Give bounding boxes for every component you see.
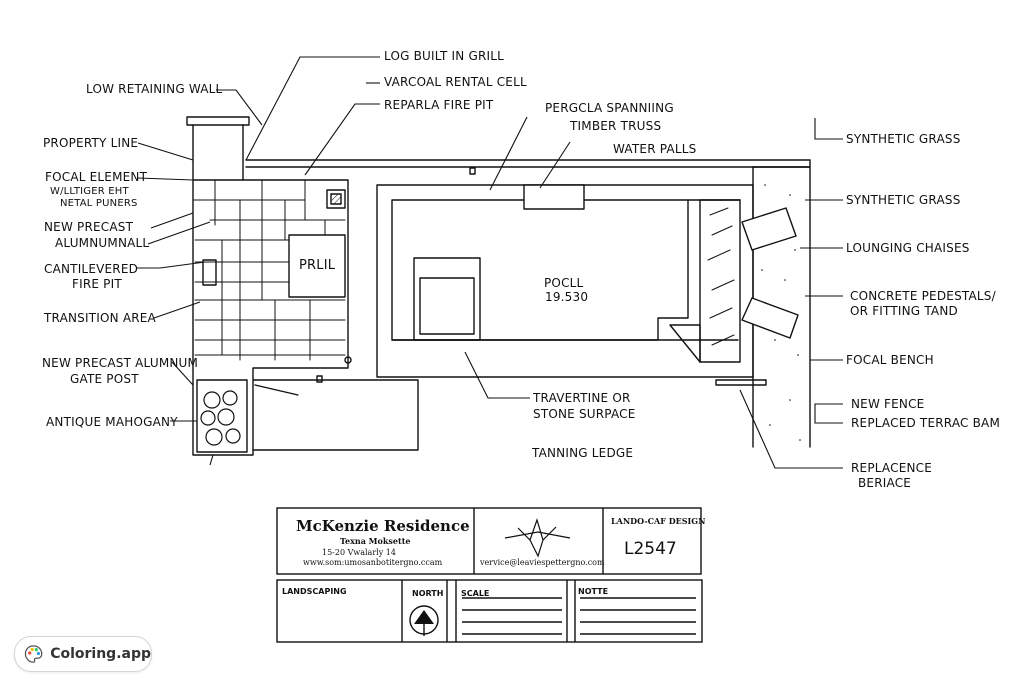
label-pergola-2: TIMBER TRUSS: [570, 119, 662, 133]
firm-name: LANDO-CAF DESIGN: [611, 516, 706, 526]
brand-name: Coloring.app: [50, 646, 151, 662]
coloring-app-badge[interactable]: Coloring.app: [14, 636, 152, 672]
mahogany-shrubs: [200, 390, 241, 446]
palette-icon: [24, 645, 43, 663]
lower-wall: [252, 379, 419, 451]
website: www.som:umosanbotitergno.ccam: [303, 558, 443, 567]
label-cantilever-1: CANTILEVERED: [44, 262, 139, 276]
cantilever-fire-pit: [202, 259, 217, 286]
focal-column-cap: [186, 116, 250, 126]
landscaping-label: LANDSCAPING: [282, 587, 347, 596]
label-travertine-2: STONE SURPACE: [533, 407, 636, 421]
pool-basin: [391, 199, 689, 341]
label-focal-1: FOCAL ELEMENT: [45, 170, 148, 184]
label-varcoal: VARCOAL RENTAL CELL: [384, 75, 527, 89]
label-focal-2: W/LLTIGER EHT: [50, 186, 129, 197]
label-synthetic-grass-1: SYNTHETIC GRASS: [846, 132, 961, 146]
grass-edge: [752, 166, 811, 448]
label-mahogany: ANTIQUE MAHOGANY: [46, 415, 178, 429]
pool-step: [413, 257, 481, 341]
grill-hatch: [330, 193, 342, 205]
label-reparla: REPARLA FIRE PIT: [384, 98, 494, 112]
label-transition: TRANSITION AREA: [44, 311, 156, 325]
fixture-2: [344, 356, 352, 364]
prlil-box: [288, 234, 346, 298]
email: vervice@leaviespettergno.com: [480, 558, 605, 567]
label-precast-1: NEW PRECAST: [44, 220, 134, 234]
label-pool: POCLL: [544, 276, 584, 290]
title-block-frames: [276, 507, 703, 643]
label-new-fence: NEW FENCE: [851, 397, 925, 411]
label-log-grill: LOG BUILT IN GRILL: [384, 49, 505, 63]
label-lounging-chaises: LOUNGING CHAISES: [846, 241, 970, 255]
leader-lines: [137, 56, 843, 469]
label-gate-2: GATE POST: [70, 372, 139, 386]
address: 15-20 Vwalarly 14: [322, 548, 396, 557]
north-arrow-icon: [414, 610, 434, 624]
label-precast-2: ALUMNUMNALL: [55, 236, 150, 250]
label-travertine-1: TRAVERTINE OR: [533, 391, 631, 405]
label-tanning-ledge: TANNING LEDGE: [532, 446, 634, 460]
label-pool-area: 19.530: [545, 290, 589, 304]
chaise-2: [741, 297, 799, 339]
chaise-1: [741, 207, 797, 251]
label-replacence-2: BERIACE: [858, 476, 912, 490]
label-property-line: PROPERTY LINE: [43, 136, 139, 150]
focal-bench: [715, 379, 767, 386]
label-synthetic-grass-2: SYNTHETIC GRASS: [846, 193, 961, 207]
label-replacence-1: REPLACENCE: [851, 461, 933, 475]
label-prlil: PRLIL: [299, 258, 336, 273]
grill-box: [326, 189, 346, 209]
sheet-number: L2547: [624, 539, 677, 559]
notte-label: NOTTE: [578, 587, 609, 596]
focal-column: [192, 124, 244, 181]
tanning-ledge: [699, 199, 741, 363]
label-pedestal-1: CONCRETE PEDESTALS/: [850, 289, 996, 303]
label-pergola-1: PERGCLA SPANNIING: [545, 101, 674, 115]
property-line-top: [245, 159, 811, 168]
label-low-wall: LOW RETAINING WALL: [86, 82, 223, 96]
pool-corner: [669, 324, 701, 363]
label-focal-3: NETAL PUNERS: [60, 198, 138, 209]
patio-outline: [192, 179, 349, 456]
label-waterfalls: WATER PALLS: [613, 142, 697, 156]
planter-box: [196, 379, 248, 453]
owner-name: Texna Moksette: [340, 536, 411, 546]
pergola-beam: [523, 184, 585, 210]
label-pedestal-2: OR FITTING TAND: [850, 304, 958, 318]
project-title: McKenzie Residence: [296, 517, 470, 535]
label-focal-bench: FOCAL BENCH: [846, 353, 934, 367]
label-replaced-terrace: REPLACED TERRAC BAM: [851, 416, 1001, 430]
label-cantilever-2: FIRE PIT: [72, 277, 122, 291]
north-label: NORTH: [412, 589, 444, 598]
tanning-ledge-hatch: [707, 207, 735, 346]
fixture-1: [469, 167, 476, 175]
scale-label: SCALE: [461, 589, 490, 598]
patio-pavers: [192, 179, 346, 361]
pool-step-inner: [419, 277, 475, 335]
label-gate-1: NEW PRECAST ALUMNUM: [42, 356, 199, 370]
firm-logo-icon: [504, 518, 571, 558]
fixture-3: [316, 375, 323, 383]
gate-swing: [254, 384, 299, 396]
